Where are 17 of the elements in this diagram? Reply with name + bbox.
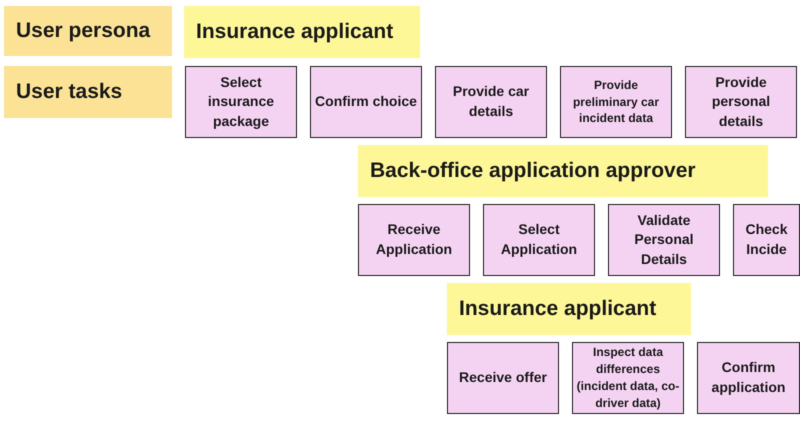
persona-band: Insurance applicant (447, 283, 691, 335)
task-card: Select insurance package (185, 66, 297, 138)
task-card: Provide personal details (685, 66, 797, 138)
task-card: Provide car details (435, 66, 547, 138)
persona-band: Back-office application approver (358, 145, 768, 197)
row-label: User persona (4, 6, 172, 56)
task-card: Confirm choice (310, 66, 422, 138)
task-card: Confirm application (697, 342, 800, 414)
task-card: Provide preliminary car incident data (560, 66, 672, 138)
task-card: Select Application (483, 204, 595, 276)
task-card: Receive Application (358, 204, 470, 276)
task-card: Receive offer (447, 342, 559, 414)
persona-band: Insurance applicant (184, 6, 420, 58)
row-label: User tasks (4, 66, 172, 118)
task-card: Validate Personal Details (608, 204, 720, 276)
task-card: Check Incide (733, 204, 800, 276)
task-card: Inspect data differences (incident data, co-driver data) (572, 342, 684, 414)
